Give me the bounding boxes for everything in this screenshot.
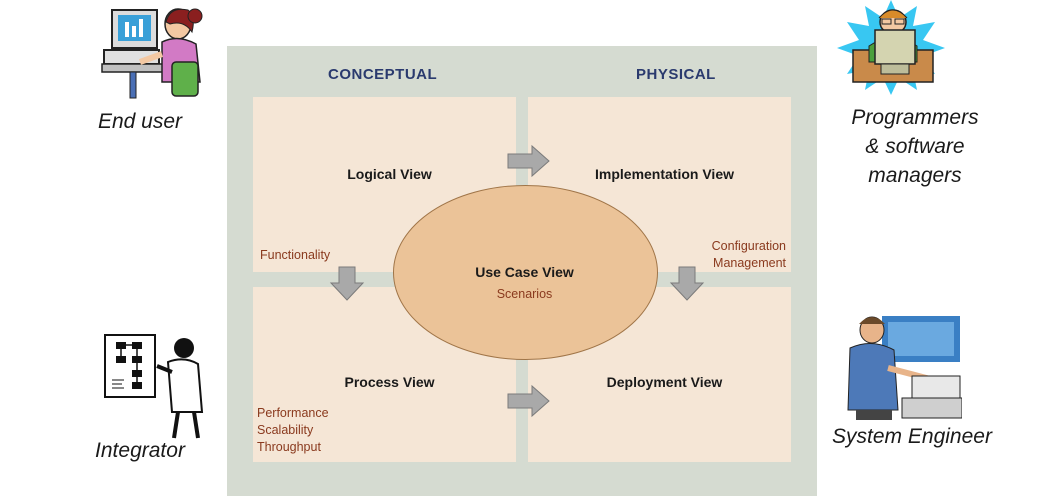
note-configuration-management: Configuration Management — [690, 238, 786, 272]
note-throughput: Throughput — [257, 440, 321, 454]
note-configuration-line: Configuration — [711, 239, 786, 253]
note-performance-group: Performance Scalability Throughput — [257, 405, 329, 456]
use-case-view-title: Use Case View — [475, 264, 574, 280]
role-integrator: Integrator — [95, 439, 185, 462]
header-physical: PHYSICAL — [636, 66, 716, 83]
arrow-down-icon — [329, 266, 365, 301]
system-engineer-clipart-icon — [847, 316, 962, 420]
arrow-right-icon — [507, 384, 550, 418]
deployment-view-title: Deployment View — [606, 374, 723, 390]
arrow-right-icon — [507, 144, 550, 178]
use-case-ellipse — [393, 185, 658, 360]
note-scalability: Scalability — [257, 423, 314, 437]
note-functionality: Functionality — [260, 248, 331, 262]
header-conceptual: CONCEPTUAL — [328, 66, 438, 83]
logical-view-title: Logical View — [347, 166, 432, 182]
note-scenarios: Scenarios — [496, 287, 553, 301]
implementation-view-title: Implementation View — [595, 166, 734, 182]
role-system-engineer: System Engineer — [832, 425, 992, 448]
integrator-clipart-icon — [104, 334, 204, 439]
role-programmers-line3: managers — [868, 164, 962, 187]
role-programmers-line1: Programmers — [851, 106, 979, 129]
arrow-down-icon — [669, 266, 705, 301]
note-performance: Performance — [257, 406, 329, 420]
role-end-user: End user — [97, 110, 183, 133]
programmer-clipart-icon — [837, 0, 945, 95]
role-programmers-line2: & software — [865, 135, 965, 158]
end-user-clipart-icon — [101, 8, 203, 99]
process-view-title: Process View — [344, 374, 435, 390]
role-programmers: Programmers & software managers — [830, 103, 1000, 190]
note-management-line: Management — [713, 256, 786, 270]
